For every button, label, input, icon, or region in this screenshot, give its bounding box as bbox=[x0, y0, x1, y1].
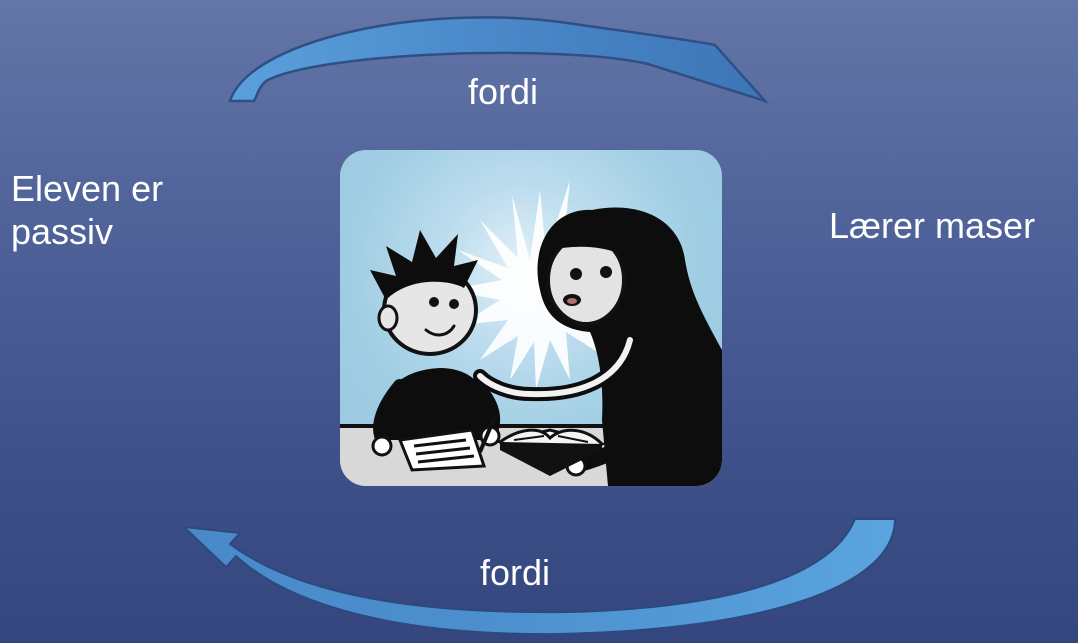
teacher-helping-student-icon bbox=[340, 150, 722, 486]
illustration-drawing bbox=[340, 150, 722, 486]
statement-left: Eleven er passiv bbox=[11, 167, 251, 253]
connector-label-bottom: fordi bbox=[480, 551, 550, 594]
student-figure bbox=[380, 368, 490, 440]
statement-right: Lærer maser bbox=[829, 204, 1035, 247]
connector-label-top: fordi bbox=[468, 70, 538, 113]
